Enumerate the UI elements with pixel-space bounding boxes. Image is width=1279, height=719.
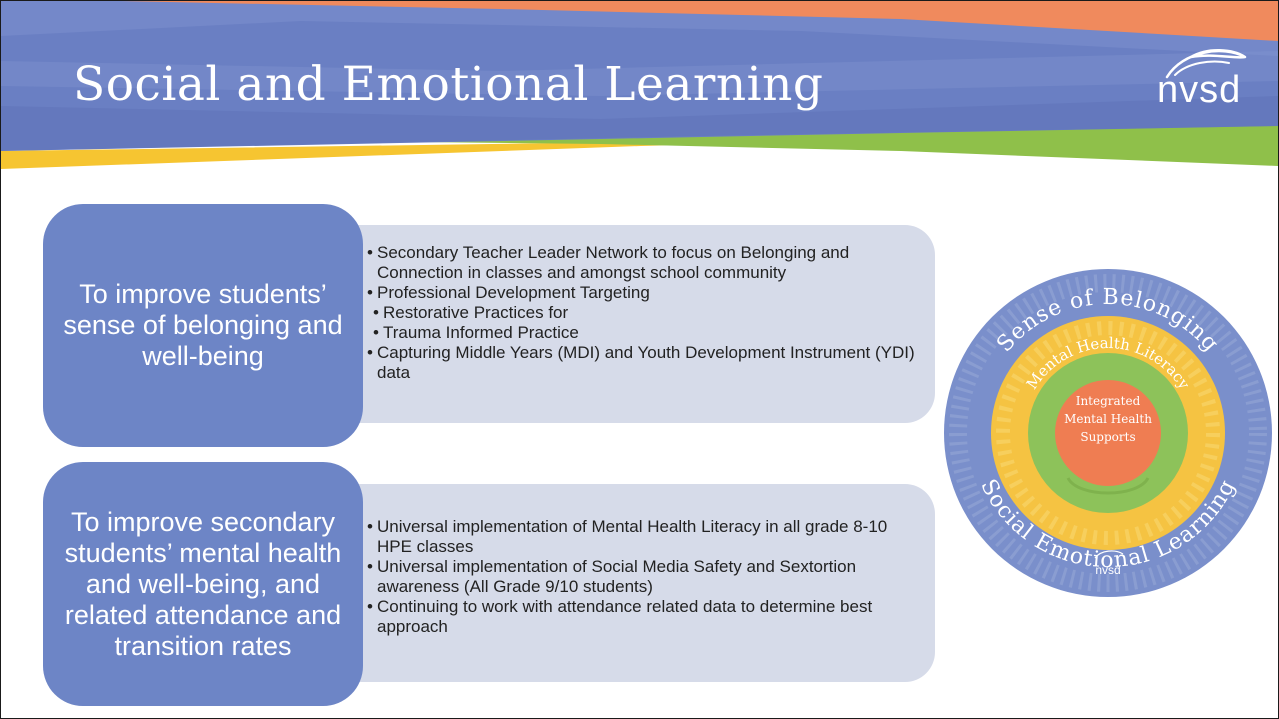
wellness-wheel-diagram: Sense of Belonging Social Emotional Lear… [944,269,1272,597]
logo-text: nvsd [1157,69,1242,111]
slide-title: Social and Emotional Learning [73,57,824,112]
center-label-line-2: Mental Health [1064,412,1152,426]
goal-2-bullet: •Universal implementation of Mental Heal… [367,517,888,556]
goal-2-actions-panel: •Universal implementation of Mental Heal… [351,484,935,682]
center-label-line-1: Integrated [1076,394,1141,408]
goal-1-bullet: •Professional Development Targeting [367,283,650,302]
goal-1-sub-bullet: •Restorative Practices for [373,303,569,322]
wheel-leaf-icon [1094,550,1124,559]
header-band [1,1,1278,176]
goal-1-box: To improve students’ sense of belonging … [43,204,363,447]
center-circle [1055,380,1161,486]
goal-2-bullet: •Universal implementation of Social Medi… [367,557,857,596]
center-label-line-3: Supports [1080,430,1135,444]
goal-1-actions-panel: •Secondary Teacher Leader Network to foc… [351,225,935,423]
goal-1-sub-bullet: •Trauma Informed Practice [373,323,579,342]
goal-1-label: To improve students’ sense of belonging … [63,279,343,371]
goal-2-bullet: •Continuing to work with attendance rela… [367,597,873,636]
goal-2-label: To improve secondary students’ mental he… [64,506,342,661]
goal-1-bullet: •Capturing Middle Years (MDI) and Youth … [367,343,915,382]
leaf-logo-icon [1165,49,1247,79]
wheel-logo-text: nvsd [1095,563,1120,577]
goal-1-bullet: •Secondary Teacher Leader Network to foc… [367,243,850,282]
goal-2-box: To improve secondary students’ mental he… [43,462,363,706]
